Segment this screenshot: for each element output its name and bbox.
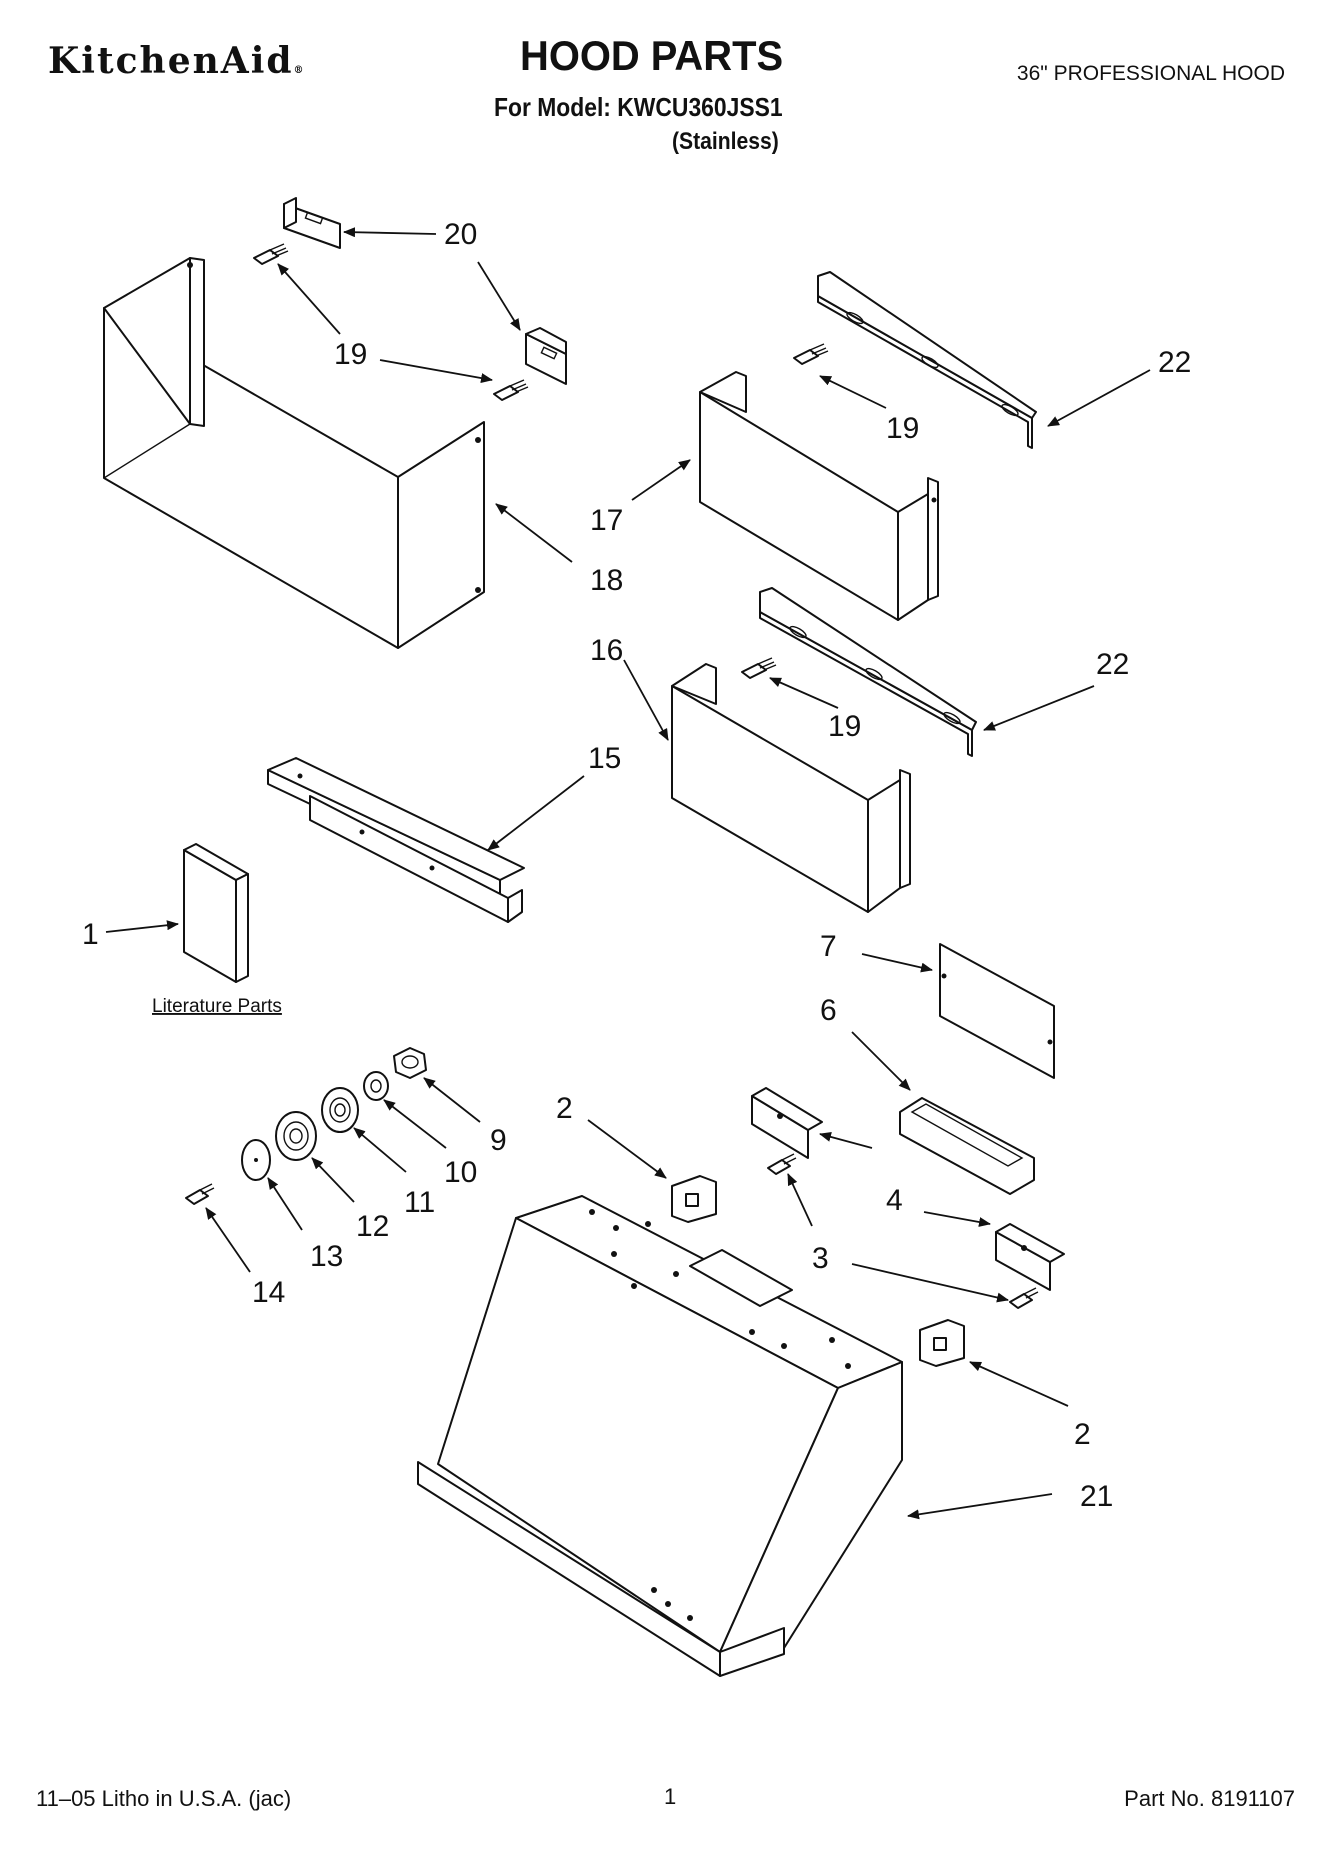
callout-14: 14: [252, 1276, 285, 1309]
part-19-screw-b: [493, 379, 529, 401]
callout-19c: 19: [828, 710, 861, 743]
brand-logo: KitchenAid®: [48, 40, 304, 82]
part-1-literature-booklet: [183, 843, 249, 983]
leader-3a: [787, 1173, 813, 1227]
leader-2b: [969, 1361, 1069, 1407]
footer-litho: 11–05 Litho in U.S.A. (jac): [36, 1786, 292, 1811]
page-number: 1: [664, 1784, 677, 1809]
callout-22b: 22: [1096, 648, 1129, 681]
leader-2a: [587, 1119, 667, 1179]
callout-11: 11: [404, 1186, 435, 1219]
part-3-screw-a: [767, 1153, 797, 1175]
leader-17: [631, 459, 691, 501]
leader-18: [495, 503, 573, 563]
part-18-duct-cover-upper: [103, 257, 485, 649]
callout-15: 15: [588, 742, 621, 775]
part-17-duct-cover-middle: [699, 371, 939, 621]
part-15-mounting-channel: [267, 757, 525, 923]
callout-1: 1: [82, 918, 99, 951]
callout-4: 4: [886, 1184, 903, 1217]
part-21-hood-body: [417, 1195, 903, 1677]
callout-21: 21: [1080, 1480, 1113, 1513]
part-11-grommet: [321, 1087, 359, 1133]
part-2-clip-upper: [671, 1175, 717, 1223]
brand-registered-mark: ®: [293, 65, 304, 76]
part-10-washer: [363, 1071, 389, 1101]
literature-parts-label: Literature Parts: [152, 996, 282, 1017]
leader-4b: [923, 1211, 991, 1227]
leader-6: [851, 1031, 911, 1091]
leader-7: [861, 953, 933, 973]
callout-6: 6: [820, 994, 837, 1027]
part-4-bracket-right: [995, 1223, 1065, 1291]
part-7-cover-plate: [939, 943, 1055, 1079]
callout-3: 3: [812, 1242, 829, 1275]
callout-17: 17: [590, 504, 623, 537]
page-title: HOOD PARTS: [520, 32, 784, 79]
part-number: Part No. 8191107: [1124, 1786, 1295, 1811]
brand-name: KitchenAid: [48, 40, 294, 82]
part-2-clip-lower: [919, 1319, 965, 1367]
callout-16: 16: [590, 634, 623, 667]
callout-2a: 2: [556, 1092, 573, 1125]
callout-19b: 19: [886, 412, 919, 445]
leader-15: [487, 775, 585, 851]
leader-3b: [851, 1263, 1009, 1303]
leader-20b: [477, 261, 521, 331]
callout-19a: 19: [334, 338, 367, 371]
leader-10: [383, 1099, 447, 1149]
part-19-screw-d: [741, 657, 777, 679]
finish-label: (Stainless): [672, 128, 779, 155]
callout-12: 12: [356, 1210, 389, 1243]
callout-18: 18: [590, 564, 623, 597]
callout-2b: 2: [1074, 1418, 1091, 1451]
leader-22b: [983, 685, 1095, 731]
leader-9: [423, 1077, 481, 1123]
part-19-screw-c: [793, 343, 829, 365]
part-9-nut: [393, 1047, 427, 1079]
part-4-bracket-left: [751, 1087, 823, 1159]
leader-14: [205, 1207, 251, 1273]
callout-22a: 22: [1158, 346, 1191, 379]
part-12-grommet: [275, 1111, 317, 1161]
model-line: For Model: KWCU360JSS1: [494, 92, 783, 122]
leader-19b: [379, 359, 493, 383]
part-19-screw-a: [253, 243, 289, 265]
leader-19a: [277, 263, 341, 335]
leader-12: [311, 1157, 355, 1203]
hood-type-label: 36" PROFESSIONAL HOOD: [1016, 62, 1285, 85]
leader-19c: [819, 375, 887, 409]
part-6-filter-tray: [899, 1097, 1035, 1195]
leader-16: [623, 659, 669, 741]
callout-20: 20: [444, 218, 477, 251]
part-13-washer-plate: [241, 1139, 271, 1181]
part-16-duct-cover-lower: [671, 663, 911, 913]
part-20-bracket-top: [283, 197, 341, 249]
part-3-screw-b: [1009, 1287, 1039, 1309]
leader-20: [343, 227, 437, 238]
leader-11: [353, 1127, 407, 1173]
leader-19d: [769, 677, 839, 709]
leader-1: [105, 920, 179, 933]
part-22-bracket-upper: [817, 271, 1037, 449]
leader-13: [267, 1177, 303, 1231]
part-22-bracket-lower: [759, 587, 977, 757]
leader-22a: [1047, 369, 1151, 427]
callout-10: 10: [444, 1156, 477, 1189]
leader-21: [907, 1493, 1053, 1520]
leader-4a: [819, 1132, 873, 1149]
callout-7: 7: [820, 930, 837, 963]
callout-9: 9: [490, 1124, 507, 1157]
part-20-bracket-side: [525, 327, 567, 385]
part-14-screw: [185, 1183, 215, 1205]
callout-13: 13: [310, 1240, 343, 1273]
